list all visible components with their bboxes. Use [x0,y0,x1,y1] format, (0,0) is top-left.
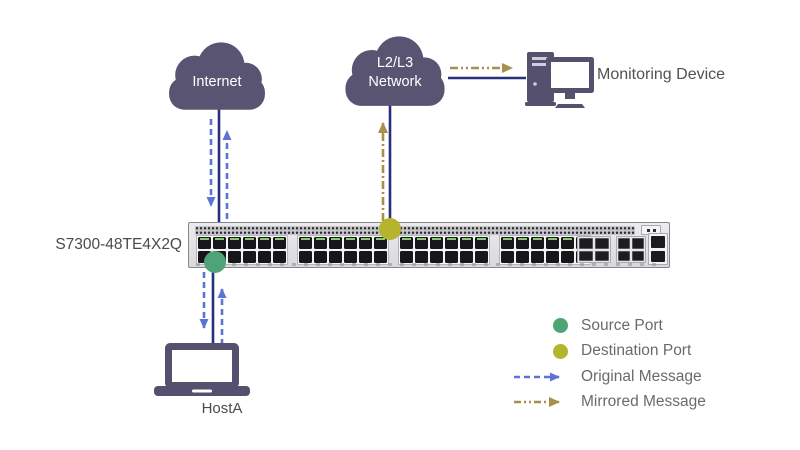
legend-item-destination-port: Destination Port [512,339,706,365]
source-port-legend-dot [553,318,568,334]
l2l3-label-line1: L2/L3 [376,55,414,71]
switch-port-groups [196,235,591,265]
l2l3-network-cloud: L2/L3 Network [342,30,448,108]
desktop-computer-icon [525,52,594,108]
hosta-laptop-icon [152,340,252,400]
monitoring-device-icon [525,46,595,110]
cloud-icon [169,42,265,110]
cloud-icon [345,36,445,106]
switch-vent-grille [195,226,635,235]
legend-label: Original Message [581,367,702,385]
original-message-arrow-icon [514,372,560,382]
laptop-icon [154,343,250,396]
legend: Source Port Destination Port Original Me… [512,313,706,415]
source-port-dot [204,251,226,273]
legend-label: Mirrored Message [581,393,706,411]
destination-port-legend-dot [553,343,568,359]
legend-item-mirrored-message: Mirrored Message [512,390,706,416]
sfp-uplink-block-1 [577,236,611,263]
legend-item-original-message: Original Message [512,364,706,390]
legend-label: Source Port [581,316,663,334]
port-group-1 [196,235,288,265]
internet-label: Internet [192,73,242,90]
internet-cloud: Internet [166,36,268,112]
legend-item-source-port: Source Port [512,313,706,339]
legend-label: Destination Port [581,342,692,360]
l2l3-label-line2: Network [368,74,422,90]
destination-port-dot [379,218,401,240]
mirrored-message-arrow-icon [514,397,560,408]
switch-chassis [188,222,670,268]
port-group-3 [398,235,490,265]
management-ports [648,233,668,265]
monitoring-device-label: Monitoring Device [597,66,726,83]
port-label-strip [196,263,656,266]
hosta-label: HostA [201,400,243,417]
switch-model-label: S7300-48TE4X2Q [55,236,182,253]
port-group-2 [297,235,389,265]
sfp-uplink-block-2 [616,236,646,263]
